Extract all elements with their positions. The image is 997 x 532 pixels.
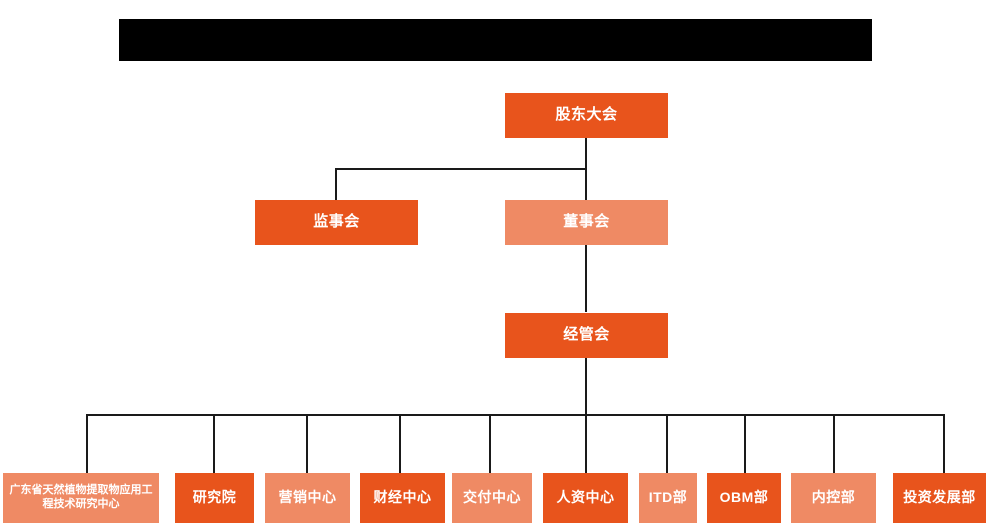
connector-shareholders-stem — [585, 138, 587, 170]
redacted-title-banner — [119, 19, 872, 61]
connector-drop-finance — [399, 414, 401, 473]
node-shareholders-meeting[interactable]: 股东大会 — [505, 93, 668, 138]
node-dept-research-center[interactable]: 广东省天然植物提取物应用工程技术研究中心 — [3, 473, 159, 523]
node-management-committee[interactable]: 经管会 — [505, 313, 668, 358]
node-dept-finance-center[interactable]: 财经中心 — [360, 473, 445, 523]
node-dept-investment-development[interactable]: 投资发展部 — [893, 473, 986, 523]
connector-management-stem — [585, 358, 587, 416]
connector-departments-bus — [86, 414, 945, 416]
connector-drop-directors — [585, 168, 587, 200]
connector-directors-to-management — [585, 240, 587, 312]
connector-drop-research-center — [86, 414, 88, 473]
node-dept-delivery-center[interactable]: 交付中心 — [452, 473, 532, 523]
connector-drop-institute — [213, 414, 215, 473]
connector-drop-investment — [943, 414, 945, 473]
connector-drop-itd — [666, 414, 668, 473]
node-dept-institute[interactable]: 研究院 — [175, 473, 254, 523]
node-board-of-directors[interactable]: 董事会 — [505, 200, 668, 245]
connector-level2-bus — [335, 168, 587, 170]
connector-drop-delivery — [489, 414, 491, 473]
node-dept-hr-center[interactable]: 人资中心 — [543, 473, 628, 523]
connector-drop-marketing — [306, 414, 308, 473]
connector-drop-hr — [585, 414, 587, 473]
connector-drop-obm — [744, 414, 746, 473]
node-board-of-supervisors[interactable]: 监事会 — [255, 200, 418, 245]
node-dept-marketing-center[interactable]: 营销中心 — [265, 473, 350, 523]
connector-drop-internal-control — [833, 414, 835, 473]
node-dept-itd[interactable]: ITD部 — [639, 473, 697, 523]
node-dept-internal-control[interactable]: 内控部 — [791, 473, 876, 523]
connector-drop-supervisors — [335, 168, 337, 200]
node-dept-obm[interactable]: OBM部 — [707, 473, 781, 523]
